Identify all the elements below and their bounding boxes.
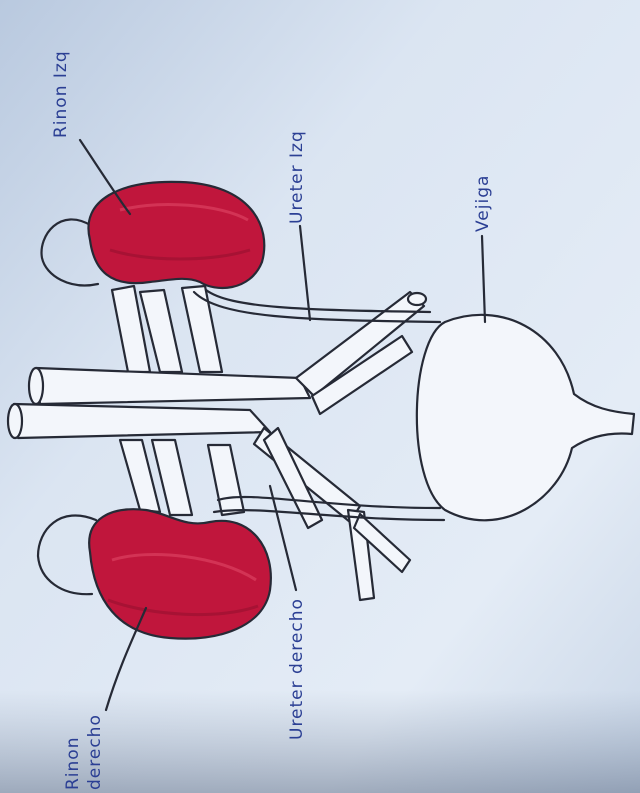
label-ureter-left: Ureter Izq <box>287 130 307 224</box>
label-kidney-right-line1: Rinon <box>63 737 83 791</box>
label-ureter-right: Ureter derecho <box>287 598 307 740</box>
left-kidney-body <box>88 182 264 288</box>
label-bladder: Vejiga <box>473 175 493 232</box>
label-kidney-left: Rinon Izq <box>51 50 71 138</box>
label-kidney-right-line2: derecho <box>85 714 105 790</box>
